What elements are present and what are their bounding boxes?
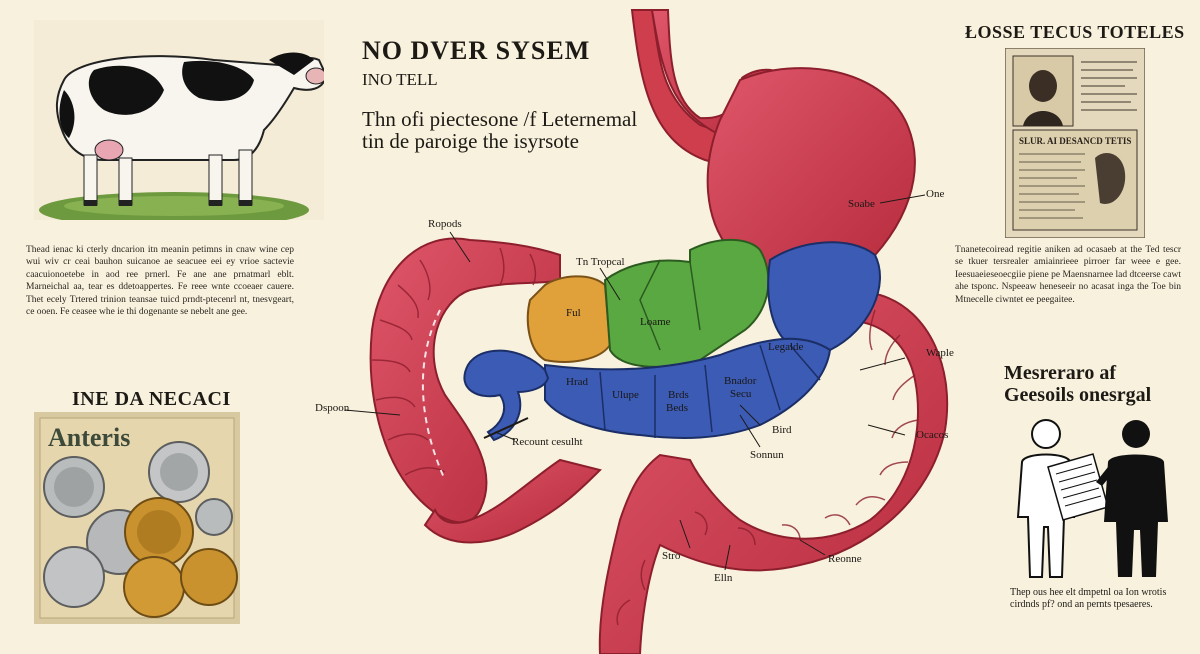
mes-heading: Mesreraro af Geesoils onesrgal xyxy=(1004,362,1184,406)
label-soabe: Soabe xyxy=(848,198,875,210)
label-secu: Secu xyxy=(730,388,752,400)
blue-segment-upper xyxy=(767,241,881,352)
label-elln: Elln xyxy=(714,572,733,584)
blue-segment-lower xyxy=(544,337,832,439)
page-title: NO DVER SYSEM xyxy=(362,36,591,65)
coins-illustration: Anteris xyxy=(34,412,240,624)
label-legalde: Legalde xyxy=(768,341,804,353)
label-dspoon: Dspoon xyxy=(315,402,350,414)
right-paragraph: Tnanetecoiread regitie aniken ad ocasaeb… xyxy=(955,245,1181,305)
label-waple: Waple xyxy=(926,347,954,359)
label-reonne: Reonne xyxy=(828,553,862,565)
left-paragraph: Thead ienac ki cterly dncarion itn meani… xyxy=(26,245,294,318)
label-bird: Bird xyxy=(772,424,792,436)
mes-heading-line-2: Geesoils onesrgal xyxy=(1004,384,1152,406)
figure-caption: Thep ous hee elt dmpetnl oa Ion wrotis c… xyxy=(1010,587,1167,610)
two-figures-illustration xyxy=(1016,419,1168,578)
label-ocacos: Ocacos xyxy=(916,429,949,441)
label-bnador: Bnador xyxy=(724,375,757,387)
appendix xyxy=(463,349,550,442)
page-subtitle: INO TELL xyxy=(362,70,438,89)
orange-segment xyxy=(526,275,612,363)
coins-heading: INE DA NECACI xyxy=(72,388,231,410)
intro-line-2: tin de paroige the isyrsote xyxy=(362,129,579,153)
label-ulupe: Ulupe xyxy=(612,389,639,401)
label-tn-tropcal: Tn Tropcal xyxy=(576,256,625,268)
label-ropods: Ropods xyxy=(428,218,462,230)
label-recount: Recount cesulht xyxy=(512,436,583,448)
coin-note-text: Anteris xyxy=(48,423,130,452)
poster-inner-heading: SLUR. AI DESANCD TETIS xyxy=(1019,136,1131,146)
top-right-heading: ŁOSSE TECUS TOTELES xyxy=(965,22,1185,42)
label-loame: Loame xyxy=(640,316,671,328)
vintage-poster-illustration: SLUR. AI DESANCD TETIS xyxy=(1005,48,1145,238)
label-beds: Beds xyxy=(666,402,688,414)
label-hrad: Hrad xyxy=(566,376,588,388)
mes-heading-line-1: Mesreraro af xyxy=(1004,362,1116,384)
intro-line-1: Thn ofi piectesone /f Leternemal xyxy=(362,107,638,131)
intro-text: Thn ofi piectesone /f Leternemal tin de … xyxy=(362,108,652,152)
label-sonnun: Sonnun xyxy=(750,449,784,461)
label-ful: Ful xyxy=(566,307,581,319)
label-brds: Brds xyxy=(668,389,689,401)
cow-illustration xyxy=(34,20,324,220)
label-stro: Stro xyxy=(662,550,681,562)
label-one: One xyxy=(926,188,945,200)
